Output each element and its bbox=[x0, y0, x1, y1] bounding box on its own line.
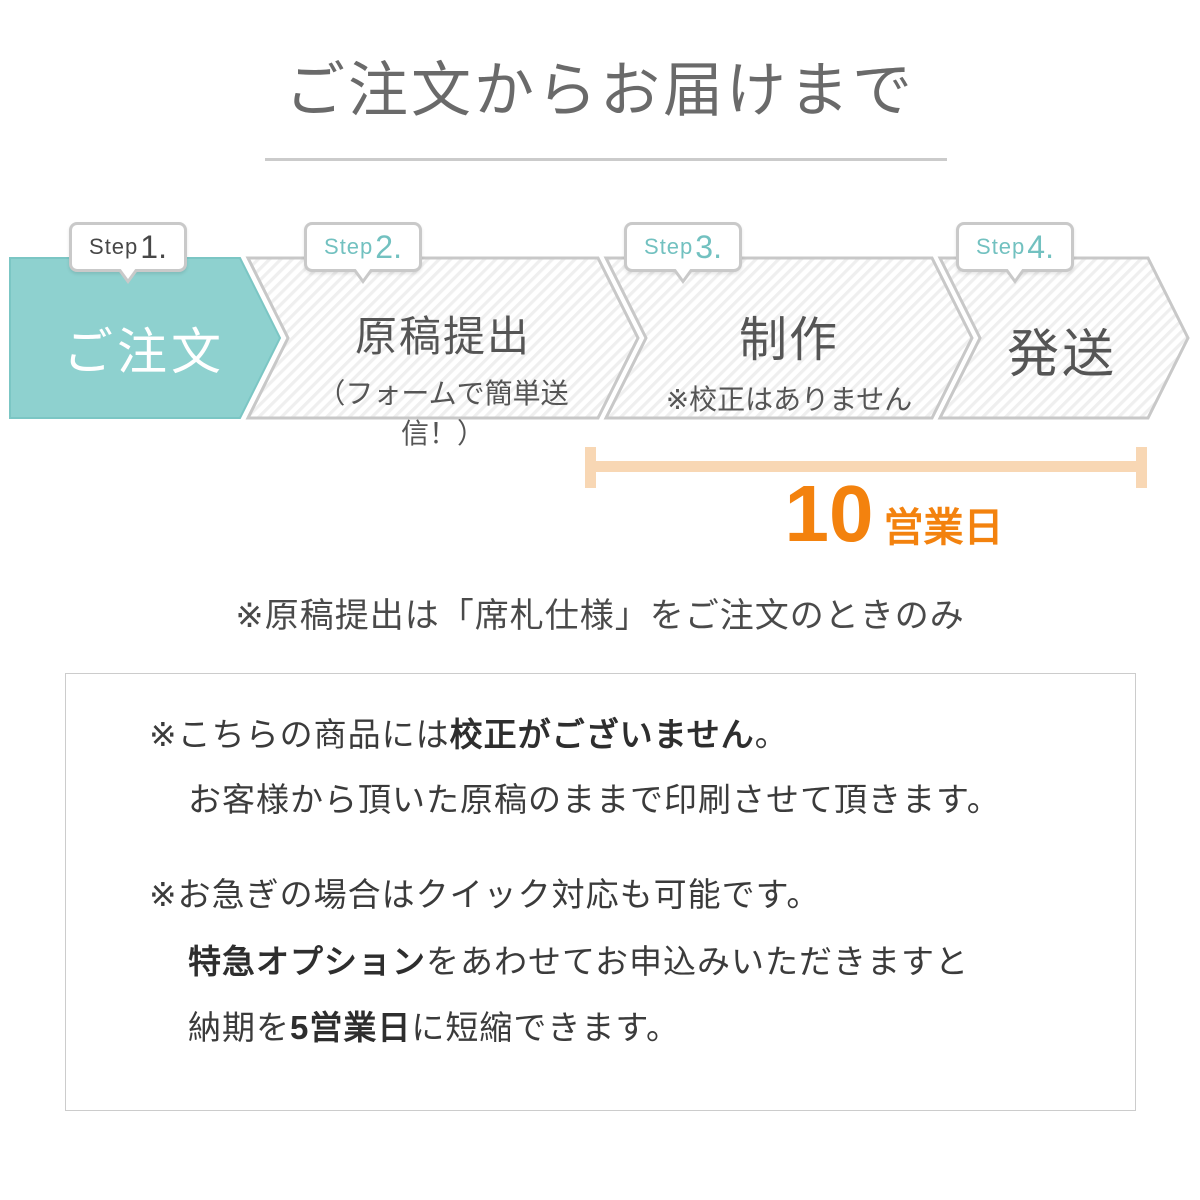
step-1-badge: Step 1. bbox=[69, 222, 187, 284]
step-flow-arrows-svg bbox=[9, 256, 1190, 420]
duration-number: 10 bbox=[784, 469, 874, 558]
step-1-badge-word: Step bbox=[89, 234, 139, 259]
step-3-badge-word: Step bbox=[644, 234, 694, 259]
step-1-label: ご注文 bbox=[63, 324, 225, 380]
step-2-badge: Step 2. bbox=[304, 222, 422, 284]
step-1-badge-number: 1. bbox=[140, 228, 167, 265]
duration-bracket-bar bbox=[585, 461, 1147, 472]
step-3-label-group: 制作 ※校正はありません bbox=[639, 300, 939, 418]
step-4-badge: Step 4. bbox=[956, 222, 1074, 284]
info-line-5: 納期を5営業日に短縮できます。 bbox=[188, 1009, 681, 1046]
duration-bracket-right-cap bbox=[1136, 447, 1147, 488]
step-3-label: 制作 bbox=[738, 314, 839, 367]
duration-unit: 営業日 bbox=[883, 506, 1004, 550]
step-2-sublabel: （フォームで簡単送信！） bbox=[317, 378, 569, 449]
step-3-badge-number: 3. bbox=[695, 228, 722, 265]
step-3-arrow bbox=[603, 256, 974, 420]
step-3-sublabel: ※校正はありません bbox=[665, 384, 913, 415]
step-3-badge: Step 3. bbox=[624, 222, 742, 284]
step-2-arrow bbox=[245, 256, 640, 420]
step-4-arrow bbox=[937, 256, 1190, 420]
page-title: ご注文からお届けまで bbox=[285, 57, 915, 124]
info-line-2: お客様から頂いた原稿のままで印刷させて頂きます。 bbox=[188, 781, 1001, 818]
step-1-arrow bbox=[9, 257, 282, 419]
flow-note: ※原稿提出は「席札仕様」をご注文のときのみ bbox=[235, 597, 965, 635]
duration-bracket-left-cap bbox=[585, 447, 596, 488]
info-line-4: 特急オプションをあわせてお申込みいただきますと bbox=[188, 943, 970, 980]
info-line-1: ※こちらの商品には校正がございません。 bbox=[149, 716, 789, 753]
title-divider bbox=[265, 158, 947, 161]
duration-label: 10 営業日 bbox=[613, 474, 1175, 554]
step-2-badge-word: Step bbox=[324, 234, 374, 259]
step-4-label: 発送 bbox=[1006, 326, 1117, 384]
step-2-label-group: 原稿提出 （フォームで簡単送信！） bbox=[293, 303, 593, 452]
step-2-badge-number: 2. bbox=[375, 228, 402, 265]
step-4-badge-number: 4. bbox=[1027, 228, 1054, 265]
info-line-3: ※お急ぎの場合はクイック対応も可能です。 bbox=[149, 876, 821, 913]
step-2-label: 原稿提出 bbox=[354, 313, 531, 360]
info-box: ※こちらの商品には校正がございません。 お客様から頂いた原稿のままで印刷させて頂… bbox=[65, 673, 1136, 1111]
step-4-badge-word: Step bbox=[976, 234, 1026, 259]
